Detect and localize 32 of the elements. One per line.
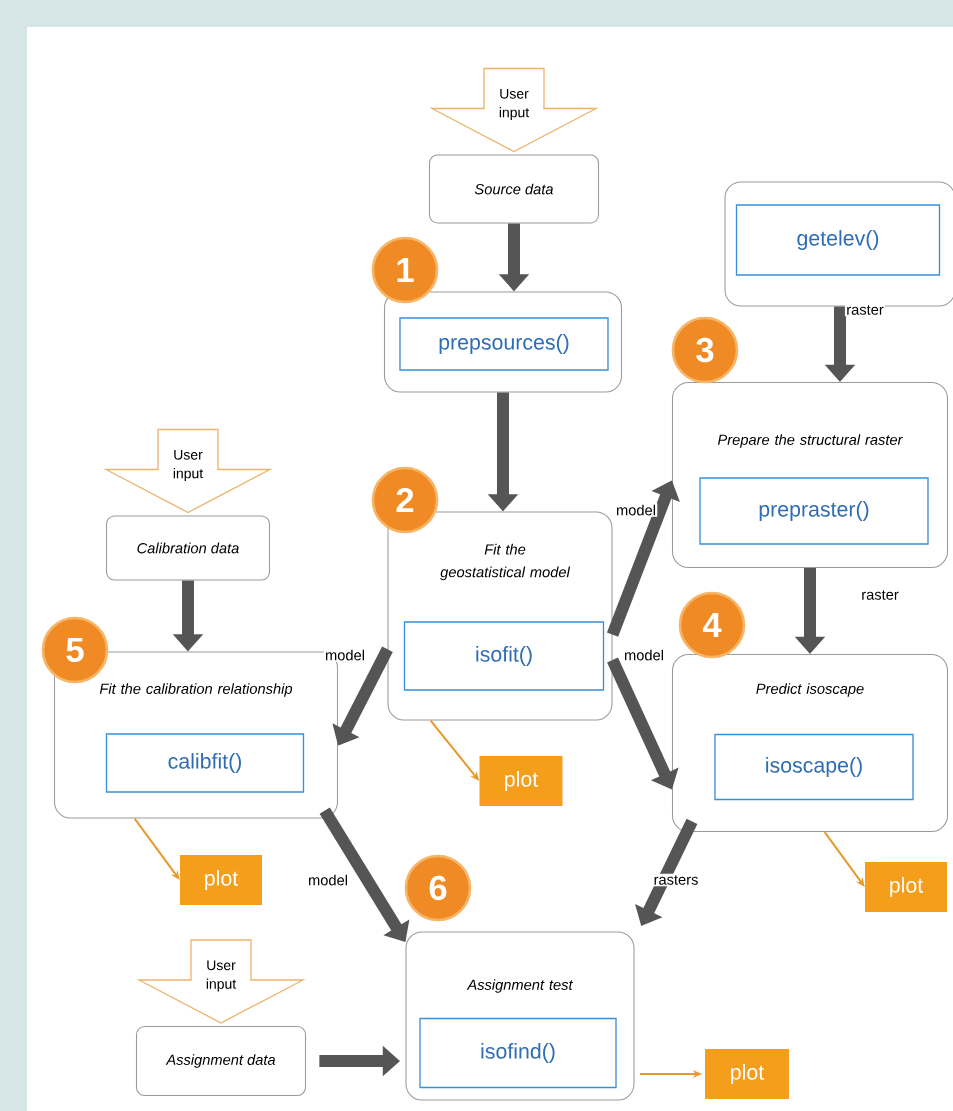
function-box: isofind() xyxy=(419,1017,617,1089)
step-number-badge: 1 xyxy=(371,236,439,304)
data-box: Calibration data xyxy=(105,515,271,581)
edge-label: model xyxy=(323,648,367,662)
edge-label: User input xyxy=(206,960,237,992)
edge-label: User input xyxy=(499,88,530,121)
arrow xyxy=(133,817,180,880)
edge-label: model xyxy=(614,503,658,517)
step-number-badge: 5 xyxy=(41,616,109,684)
function-box: isofit() xyxy=(403,621,605,691)
function-box: getelev() xyxy=(735,204,941,276)
function-box: prepsources() xyxy=(399,317,609,371)
function-box: calibfit() xyxy=(105,733,305,793)
data-box: Assignment data xyxy=(135,1025,307,1097)
plot-tag: plot xyxy=(180,855,262,905)
input-arrow xyxy=(103,428,273,514)
arrow xyxy=(823,831,865,887)
step-number-badge: 2 xyxy=(371,466,439,534)
plot-tag: plot xyxy=(479,756,563,806)
edge-label: model xyxy=(622,648,666,662)
function-box: isoscape() xyxy=(714,733,914,801)
step-number-badge: 4 xyxy=(678,591,746,659)
plot-tag: plot xyxy=(865,862,947,912)
input-arrow xyxy=(429,67,599,153)
edge-label: User input xyxy=(173,449,204,482)
step-number-badge: 3 xyxy=(671,316,739,384)
function-box: prepraster() xyxy=(699,477,929,545)
plot-tag: plot xyxy=(705,1049,789,1099)
input-arrow xyxy=(136,939,306,1024)
edge-label: model xyxy=(306,873,350,887)
step-number-badge: 6 xyxy=(404,854,472,922)
data-box: Source data xyxy=(428,154,600,224)
